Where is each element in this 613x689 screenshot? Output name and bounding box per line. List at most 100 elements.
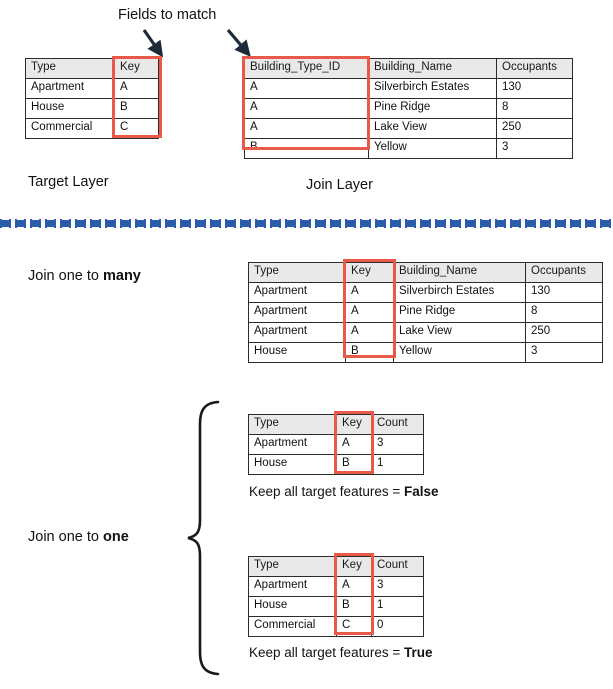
cell: C [336, 616, 372, 637]
keep-false-emphasis-text: False [403, 484, 439, 499]
column-header: Building_Type_ID [244, 58, 369, 79]
cell: Pine Ridge [393, 302, 526, 323]
table-header-row: Type Key Count [248, 556, 424, 577]
cell: 8 [496, 98, 573, 119]
table-row: A Lake View 250 [244, 118, 573, 139]
cell: 250 [525, 322, 603, 343]
join-layer-label: Join Layer [306, 178, 373, 193]
table-row: A Silverbirch Estates 130 [244, 78, 573, 99]
keep-true-emphasis-text: True [403, 645, 433, 660]
target-layer-table: Type Key Apartment A House B Commercial … [25, 58, 159, 139]
curly-brace-icon [187, 400, 220, 676]
table-row: Apartment A [25, 78, 159, 99]
keep-false-prefix-text: Keep all target features = [249, 484, 404, 499]
cell: 250 [496, 118, 573, 139]
cell: Apartment [25, 78, 115, 99]
keep-false-label: Keep all target features = False [249, 485, 439, 499]
column-header: Occupants [496, 58, 573, 79]
join-one-to-many-emphasis-text: many [102, 268, 141, 284]
join-one-to-one-prefix-text: Join one to [28, 529, 103, 545]
cell: A [345, 302, 394, 323]
fields-to-match-label: Fields to match [118, 8, 216, 23]
cell: B [336, 596, 372, 617]
keep-true-label: Keep all target features = True [249, 646, 433, 660]
target-layer-label: Target Layer [28, 175, 109, 190]
cell: House [25, 98, 115, 119]
cell: A [336, 434, 372, 455]
table-row: Commercial C 0 [248, 616, 424, 637]
table-header-row: Building_Type_ID Building_Name Occupants [244, 58, 573, 79]
cell: Commercial [25, 118, 115, 139]
cell: 0 [371, 616, 424, 637]
join-layer-table: Building_Type_ID Building_Name Occupants… [244, 58, 573, 159]
column-header: Key [336, 556, 372, 577]
join-one-to-many-prefix-text: Join one to [28, 268, 103, 284]
cell: C [114, 118, 159, 139]
table-row: Apartment A Pine Ridge 8 [248, 302, 603, 323]
cell: House [248, 454, 337, 475]
cell: B [114, 98, 159, 119]
column-header: Key [114, 58, 159, 79]
cell: Lake View [393, 322, 526, 343]
fields-to-match-text: Fields to match [118, 7, 217, 23]
table-row: Apartment A Silverbirch Estates 130 [248, 282, 603, 303]
one-to-many-table: Type Key Building_Name Occupants Apartme… [248, 262, 603, 363]
one-to-one-false-table: Type Key Count Apartment A 3 House B 1 [248, 414, 424, 475]
column-header: Building_Name [393, 262, 526, 283]
cell: House [248, 596, 337, 617]
cell: Commercial [248, 616, 337, 637]
table-row: House B 1 [248, 596, 424, 617]
table-row: A Pine Ridge 8 [244, 98, 573, 119]
column-header: Type [25, 58, 115, 79]
column-header: Count [371, 556, 424, 577]
cell: A [244, 118, 369, 139]
cell: 130 [496, 78, 573, 99]
join-one-to-one-emphasis-text: one [102, 529, 129, 545]
table-row: House B [25, 98, 159, 119]
cell: Apartment [248, 282, 346, 303]
target-layer-table-wrap: Type Key Apartment A House B Commercial … [25, 56, 162, 139]
cell: Yellow [393, 342, 526, 363]
column-header: Type [248, 556, 337, 577]
cell: B [244, 138, 369, 159]
cell: Apartment [248, 302, 346, 323]
table-header-row: Type Key [25, 58, 159, 79]
cell: B [336, 454, 372, 475]
table-header-row: Type Key Count [248, 414, 424, 435]
table-row: House B 1 [248, 454, 424, 475]
join-one-to-one-label: Join one to one [28, 530, 129, 545]
dashed-divider-icon [0, 218, 613, 230]
cell: 3 [371, 434, 424, 455]
one-to-one-true-table: Type Key Count Apartment A 3 House B 1 C… [248, 556, 424, 637]
column-header: Key [345, 262, 394, 283]
one-to-one-false-table-wrap: Type Key Count Apartment A 3 House B 1 [248, 411, 424, 475]
arrow-left-icon [142, 29, 164, 58]
cell: 8 [525, 302, 603, 323]
column-header: Count [371, 414, 424, 435]
cell: 3 [496, 138, 573, 159]
table-header-row: Type Key Building_Name Occupants [248, 262, 603, 283]
cell: Silverbirch Estates [368, 78, 497, 99]
join-layer-table-wrap: Building_Type_ID Building_Name Occupants… [242, 56, 573, 159]
one-to-many-table-wrap: Type Key Building_Name Occupants Apartme… [248, 259, 603, 363]
column-header: Key [336, 414, 372, 435]
column-header: Type [248, 414, 337, 435]
cell: House [248, 342, 346, 363]
cell: A [114, 78, 159, 99]
column-header: Type [248, 262, 346, 283]
target-layer-text: Target Layer [28, 174, 109, 190]
table-row: House B Yellow 3 [248, 342, 603, 363]
cell: A [345, 282, 394, 303]
cell: Lake View [368, 118, 497, 139]
table-row: Apartment A 3 [248, 434, 424, 455]
table-row: Commercial C [25, 118, 159, 139]
cell: 130 [525, 282, 603, 303]
cell: A [244, 78, 369, 99]
cell: Apartment [248, 434, 337, 455]
table-row: B Yellow 3 [244, 138, 573, 159]
cell: A [244, 98, 369, 119]
cell: A [345, 322, 394, 343]
cell: A [336, 576, 372, 597]
cell: Yellow [368, 138, 497, 159]
cell: Apartment [248, 322, 346, 343]
